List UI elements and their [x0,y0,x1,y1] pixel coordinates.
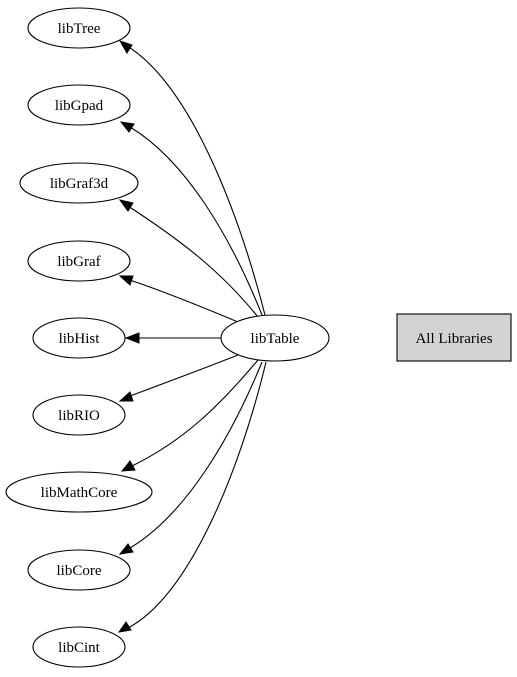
arrowhead-libcore [118,543,134,555]
arrowhead-libgraf [118,275,134,286]
node-libtree[interactable]: libTree [27,7,131,49]
node-librio-ellipse [32,394,126,436]
edge-libtable-libcint [127,361,267,629]
node-libgraf3d-label: libGraf3d [50,176,109,192]
edge-libtable-libmathcore [131,359,259,467]
node-libcore-label: libCore [57,563,102,579]
node-libmathcore-label: libMathCore [41,485,118,501]
node-libgpad-ellipse [27,84,131,126]
node-libgraf-ellipse [27,240,131,282]
arrowhead-libgraf3d [118,199,134,212]
arrowhead-libhist [124,332,140,344]
node-libcore[interactable]: libCore [27,549,131,591]
node-libgpad[interactable]: libGpad [27,84,131,126]
node-librio[interactable]: libRIO [32,394,126,436]
node-libtable[interactable]: libTable [220,314,330,362]
node-libcint[interactable]: libCint [32,626,126,668]
node-libgraf-label: libGraf [57,254,100,270]
node-libcint-ellipse [32,626,126,668]
node-libtree-label: libTree [58,21,101,37]
arrowhead-librio [118,391,134,402]
all-libraries-box [396,313,512,362]
node-libtree-ellipse [27,7,131,49]
node-libhist[interactable]: libHist [32,317,126,359]
all-libraries-label: All Libraries [415,331,492,347]
node-libcore-ellipse [27,549,131,591]
arrowhead-libtree [118,40,133,54]
node-libtable-label: libTable [251,331,300,347]
edge-libtable-libgpad [129,126,263,316]
arrowhead-libcint [117,621,132,633]
node-libtable-ellipse [220,314,330,362]
node-libgraf[interactable]: libGraf [27,240,131,282]
edge-libtable-libcore [129,361,263,549]
edge-libtable-librio [129,354,239,397]
node-librio-label: libRIO [58,408,100,424]
node-libhist-ellipse [32,317,126,359]
edge-libtable-libgraf3d [127,205,259,318]
edges [117,40,267,633]
arrowhead-libmathcore [120,460,136,472]
edge-libtable-libtree [126,45,266,316]
node-libmathcore-ellipse [5,471,153,513]
node-libhist-label: libHist [59,331,101,347]
node-libgpad-label: libGpad [55,98,104,114]
node-libcint-label: libCint [58,640,101,656]
node-libgraf3d-ellipse [19,162,139,204]
edge-libtable-libgraf [129,279,239,323]
all-libraries-node[interactable]: All Libraries [396,313,512,362]
node-libgraf3d[interactable]: libGraf3d [19,162,139,204]
arrowhead-libgpad [119,121,135,133]
node-libmathcore[interactable]: libMathCore [5,471,153,513]
